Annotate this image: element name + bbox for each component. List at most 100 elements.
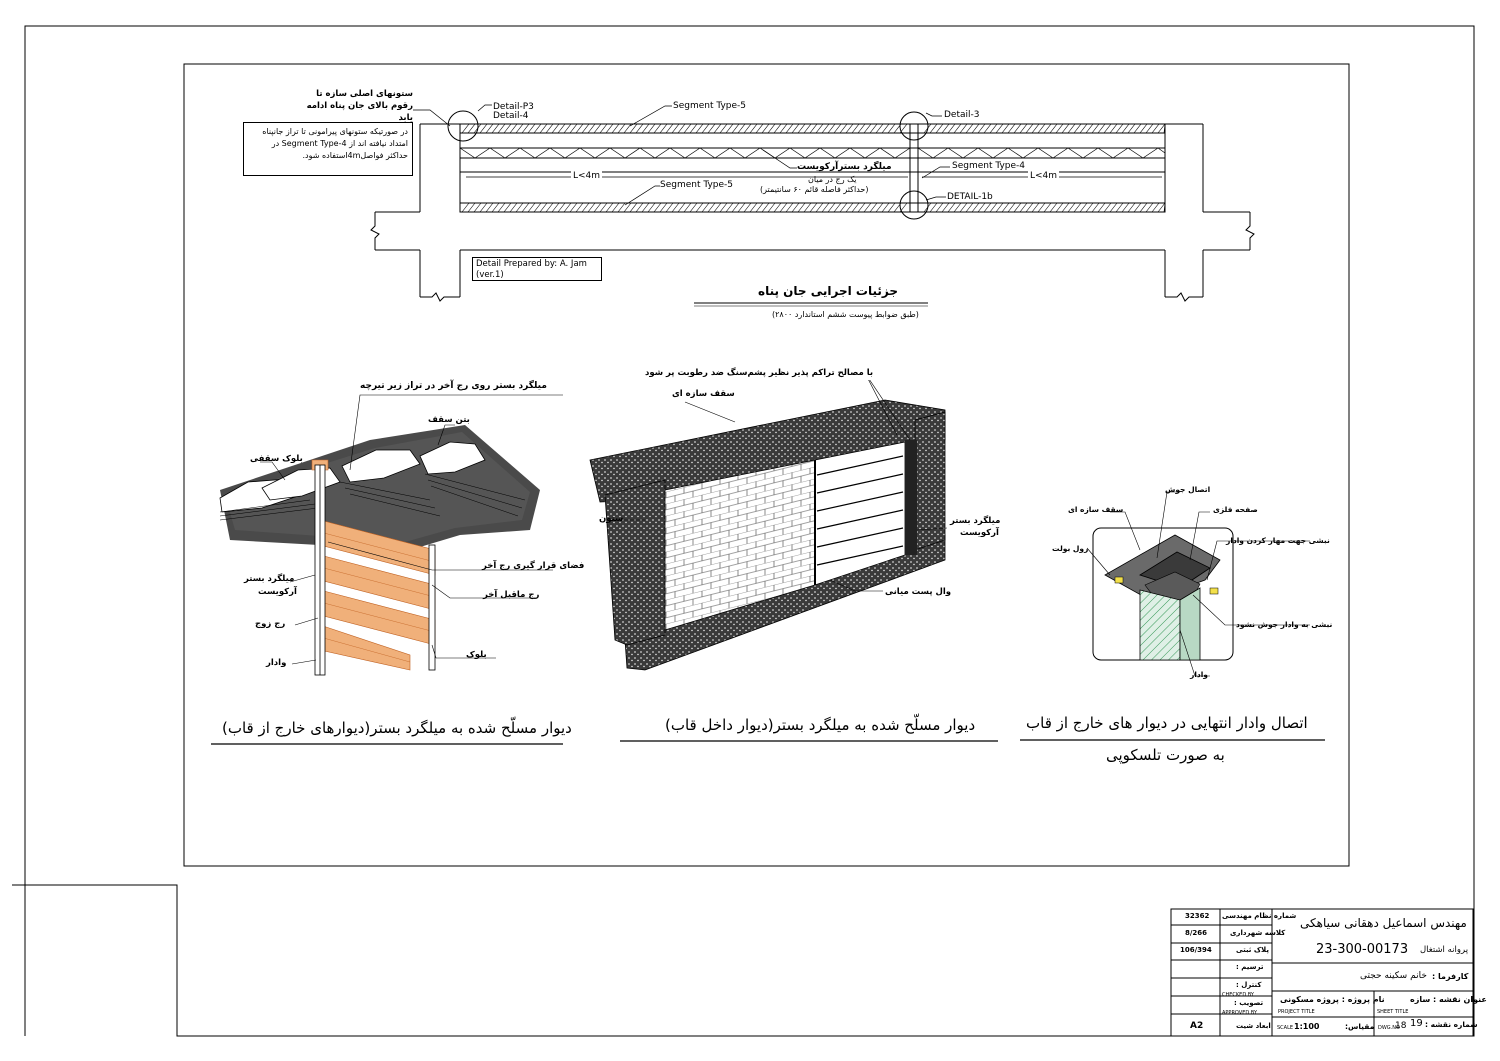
hatch-line — [1001, 123, 1010, 134]
hatch-line — [659, 202, 668, 213]
hatch-line — [971, 123, 980, 134]
hatch-line — [479, 123, 488, 134]
hatch-line — [1031, 123, 1040, 134]
hatch-line — [761, 202, 770, 213]
hatch-line — [1073, 123, 1082, 134]
hatch-line — [611, 202, 620, 213]
hatch-line — [815, 202, 824, 213]
hatch-line — [809, 123, 818, 134]
hatch-line — [1115, 202, 1124, 213]
hatch-line — [575, 202, 584, 213]
tb-scale-en: SCALE — [1277, 1025, 1294, 1031]
tb-drawn-label: ترسیم : — [1236, 963, 1264, 971]
hatch-line — [659, 123, 668, 134]
hatch-line — [461, 123, 470, 134]
hatch-line — [887, 123, 896, 134]
parapet-elevation-drawing — [370, 104, 1255, 307]
middle-label-rebar: میلگرد بستر — [950, 516, 1001, 526]
hatch-line — [725, 202, 734, 213]
hatch-line — [815, 123, 824, 134]
prepared-by-line2: (ver.1) — [476, 270, 504, 280]
hatch-line — [593, 202, 602, 213]
hatch-line — [641, 123, 650, 134]
hatch-line — [503, 123, 512, 134]
hatch-line — [1151, 123, 1160, 134]
hatch-line — [959, 123, 968, 134]
left-label-slab-block: بلوک سقفی — [250, 454, 303, 464]
hatch-line — [923, 202, 932, 213]
hatch-line — [989, 202, 998, 213]
rebar-zigzag — [459, 147, 911, 159]
figure-middle-drawing — [589, 380, 948, 671]
tb-plaque-value: 106/394 — [1180, 946, 1212, 954]
label-detail-3: Detail-3 — [944, 110, 980, 120]
tb-project-title-en: PROJECT TITLE — [1278, 1009, 1315, 1015]
hatch-line — [791, 202, 800, 213]
hatch-line — [851, 202, 860, 213]
hatch-line — [881, 202, 890, 213]
tb-employer-name: خانم سکینه حجتی — [1360, 971, 1427, 981]
hatch-line — [983, 202, 992, 213]
hatch-line — [461, 202, 470, 213]
right-label-brace: نبشی جهت مهار کردن وادار — [1226, 536, 1330, 545]
hatch-line — [509, 202, 518, 213]
hatch-line — [515, 202, 524, 213]
tb-dwg-en: DWG.NO — [1378, 1025, 1400, 1031]
hatch-line — [599, 123, 608, 134]
left-label-block: بلوک — [466, 650, 487, 660]
right-figure-caption-line2: به صورت تلسکوپی — [1106, 746, 1225, 764]
left-label-arcovist: آرکویست — [258, 587, 297, 597]
right-label-bolt: رول بولت — [1052, 544, 1089, 553]
hatch-line — [1055, 202, 1064, 213]
label-rebar-sub2: (حداکثر فاصله قائم ۶۰ سانتیمتر) — [760, 185, 869, 194]
hatch-line — [629, 202, 638, 213]
hatch-line — [587, 123, 596, 134]
hatch-line — [1013, 123, 1022, 134]
hatch-line — [941, 123, 950, 134]
hatch-line — [551, 202, 560, 213]
hatch-line — [1103, 123, 1112, 134]
hatch-line — [1091, 202, 1100, 213]
hatch-line — [977, 123, 986, 134]
left-label-concrete: بتن سقف — [428, 415, 470, 425]
tb-plaque-label: پلاک ثبتی — [1236, 946, 1269, 954]
hatch-line — [665, 123, 674, 134]
hatch-line — [581, 202, 590, 213]
hatch-line — [737, 202, 746, 213]
hatch-line — [473, 202, 482, 213]
hatch-line — [857, 202, 866, 213]
hatch-line — [689, 202, 698, 213]
hatch-line — [833, 202, 842, 213]
right-label-weld: اتصال جوش — [1165, 485, 1211, 494]
hatch-line — [893, 202, 902, 213]
hatch-line — [941, 202, 950, 213]
hatch-line — [1151, 202, 1160, 213]
hatch-line — [1079, 202, 1088, 213]
hatch-line — [1013, 202, 1022, 213]
hatch-line — [521, 123, 530, 134]
hatch-line — [767, 123, 776, 134]
hatch-line — [731, 202, 740, 213]
label-length-right: L<4m — [1028, 171, 1060, 181]
hatch-line — [1031, 202, 1040, 213]
hatch-line — [743, 202, 752, 213]
hatch-line — [497, 123, 506, 134]
left-column — [604, 479, 666, 646]
hatch-line — [1091, 123, 1100, 134]
hatch-line — [935, 202, 944, 213]
left-label-post: وادار — [266, 658, 287, 668]
hatch-line — [719, 202, 728, 213]
hatch-line — [863, 202, 872, 213]
hatch-line — [1049, 123, 1058, 134]
hatch-line — [593, 123, 602, 134]
hatch-line — [527, 202, 536, 213]
hatch-line — [827, 202, 836, 213]
hatch-line — [833, 123, 842, 134]
hatch-line — [683, 123, 692, 134]
right-figure-caption-line1: اتصال وادار انتهایی در دیوار های خارج از… — [1026, 714, 1308, 732]
hatch-line — [1043, 202, 1052, 213]
hatch-line — [821, 123, 830, 134]
label-rebar-sub1: یک رج در میان — [808, 175, 857, 184]
hatch-line — [701, 202, 710, 213]
